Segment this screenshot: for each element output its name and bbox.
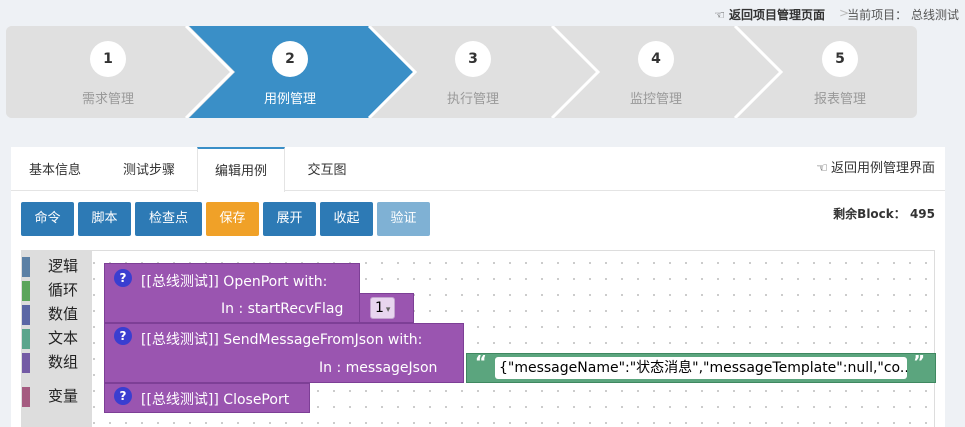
block-workspace[interactable]: 逻辑 循环 数值 文本 数组 变量 xyxy=(21,250,936,427)
category-text[interactable]: 文本 xyxy=(22,327,92,349)
block-title: [[总线测试]] ClosePort xyxy=(141,392,290,408)
category-color-bar xyxy=(22,329,30,349)
back-to-case-list-link[interactable]: ☜ 返回用例管理界面 xyxy=(816,147,935,191)
category-label: 循环 xyxy=(48,281,79,299)
startrecvflag-dropdown[interactable]: 1▾ xyxy=(370,297,396,319)
save-button[interactable]: 保存 xyxy=(206,202,259,236)
step-label: 需求管理 xyxy=(81,92,134,107)
back-to-case-list-label: 返回用例管理界面 xyxy=(830,161,935,176)
block-category-palette: 逻辑 循环 数值 文本 数组 变量 xyxy=(22,251,92,427)
quote-open-icon: “ xyxy=(475,352,487,373)
tab-bar: 基本信息 测试步骤 编辑用例 交互图 ☜ 返回用例管理界面 xyxy=(11,147,945,192)
chevron-down-icon: ▾ xyxy=(385,305,391,315)
step-monitoring[interactable]: 4 监控管理 xyxy=(566,26,746,118)
param-label: In : startRecvFlag xyxy=(221,301,344,317)
step-reports[interactable]: 5 报表管理 xyxy=(750,26,917,118)
tab-test-steps[interactable]: 测试步骤 xyxy=(122,163,175,178)
back-hand-icon: ☜ xyxy=(816,161,828,176)
step-label: 监控管理 xyxy=(629,92,682,107)
validate-button[interactable]: 验证 xyxy=(377,202,430,236)
step-number: 5 xyxy=(822,41,858,77)
closeport-block[interactable]: ? [[总线测试]] ClosePort xyxy=(104,383,310,413)
category-color-bar xyxy=(22,387,30,407)
collapse-button[interactable]: 收起 xyxy=(320,202,373,236)
checkpoint-button[interactable]: 检查点 xyxy=(135,202,202,236)
dropdown-value: 1 xyxy=(375,300,384,316)
category-variable[interactable]: 变量 xyxy=(22,385,92,407)
breadcrumb-separator: > xyxy=(838,6,849,20)
category-color-bar xyxy=(22,281,30,301)
script-button[interactable]: 脚本 xyxy=(78,202,131,236)
category-array[interactable]: 数组 xyxy=(22,351,92,373)
back-hand-icon: ☜ xyxy=(714,7,725,22)
step-execution[interactable]: 3 执行管理 xyxy=(383,26,563,118)
category-math[interactable]: 数值 xyxy=(22,303,92,325)
openport-block[interactable]: ? [[总线测试]] OpenPort with: In : startRecv… xyxy=(104,263,360,323)
back-to-projects-label: 返回项目管理页面 xyxy=(728,8,825,22)
back-to-projects-link[interactable]: ☜ 返回项目管理页面 xyxy=(714,6,825,23)
message-json-field[interactable]: {"messageName":"状态消息","messageTemplate":… xyxy=(495,357,907,379)
category-color-bar xyxy=(22,257,30,277)
editor-panel: 基本信息 测试步骤 编辑用例 交互图 ☜ 返回用例管理界面 命令 脚本 检查点 … xyxy=(11,147,945,427)
help-icon[interactable]: ? xyxy=(114,269,132,287)
category-color-bar xyxy=(22,353,30,373)
step-number: 2 xyxy=(272,41,308,77)
step-wizard: 1 需求管理 2 用例管理 3 执行管理 4 监控管理 5 报表管理 xyxy=(6,26,917,118)
category-color-bar xyxy=(22,305,30,325)
tab-edit-case[interactable]: 编辑用例 xyxy=(197,147,285,192)
param-label: In : messageJson xyxy=(319,360,438,376)
category-label: 文本 xyxy=(48,329,79,347)
step-label: 用例管理 xyxy=(263,92,316,107)
expand-button[interactable]: 展开 xyxy=(263,202,316,236)
step-requirements[interactable]: 1 需求管理 xyxy=(18,26,198,118)
step-number: 4 xyxy=(638,41,674,77)
category-label: 变量 xyxy=(48,387,79,405)
category-label: 数组 xyxy=(48,353,79,371)
remaining-blocks-count: 剩余Block： 495 xyxy=(833,207,935,221)
category-label: 逻辑 xyxy=(48,257,79,275)
category-loop[interactable]: 循环 xyxy=(22,279,92,301)
step-label: 执行管理 xyxy=(446,92,499,107)
step-label: 报表管理 xyxy=(813,92,866,107)
tab-interaction-diagram[interactable]: 交互图 xyxy=(307,163,347,178)
category-logic[interactable]: 逻辑 xyxy=(22,255,92,277)
block-title: [[总线测试]] SendMessageFromJson with: xyxy=(141,332,423,348)
help-icon[interactable]: ? xyxy=(114,387,132,405)
command-button[interactable]: 命令 xyxy=(21,202,74,236)
step-number: 3 xyxy=(455,41,491,77)
quote-close-icon: ” xyxy=(913,352,925,373)
help-icon[interactable]: ? xyxy=(114,327,132,345)
category-label: 数值 xyxy=(48,305,79,323)
tab-basic-info[interactable]: 基本信息 xyxy=(28,163,81,178)
step-test-cases[interactable]: 2 用例管理 xyxy=(200,26,380,118)
sendmessage-block[interactable]: ? [[总线测试]] SendMessageFromJson with: In … xyxy=(104,323,464,383)
step-number: 1 xyxy=(90,41,126,77)
top-bar: ☜ 返回项目管理页面 > 当前项目： 总线测试 xyxy=(0,0,965,26)
block-title: [[总线测试]] OpenPort with: xyxy=(141,274,328,290)
current-project-label: 当前项目： 总线测试 xyxy=(847,8,959,22)
